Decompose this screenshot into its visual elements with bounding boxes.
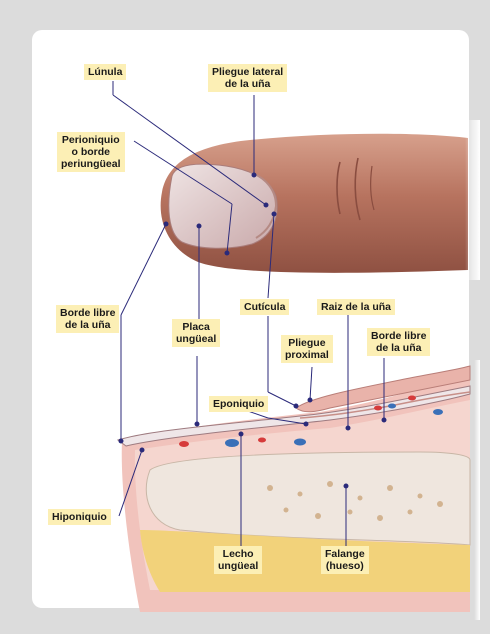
label-eponiquio: Eponiquio: [209, 396, 268, 412]
label-pliegue-proximal: Pliegue proximal: [281, 335, 333, 363]
label-placa-ungueal: Placa ungüeal: [172, 319, 220, 347]
label-lunula: Lúnula: [84, 64, 126, 80]
label-lecho-ungueal: Lecho ungüeal: [214, 546, 262, 574]
label-borde-libre-left: Borde libre de la uña: [56, 305, 119, 333]
label-pliegue-lateral: Pliegue lateral de la uña: [208, 64, 287, 92]
label-hiponiquio: Hiponiquio: [48, 509, 111, 525]
label-raiz: Raiz de la uña: [317, 299, 395, 315]
label-falange: Falange (hueso): [321, 546, 369, 574]
nail-cross-section: [118, 360, 480, 620]
label-perioniquio: Perioniquio o borde periungüeal: [57, 132, 125, 172]
label-cuticula: Cutícula: [240, 299, 289, 315]
label-borde-libre-right: Borde libre de la uña: [367, 328, 430, 356]
finger-illustration: [161, 120, 480, 280]
